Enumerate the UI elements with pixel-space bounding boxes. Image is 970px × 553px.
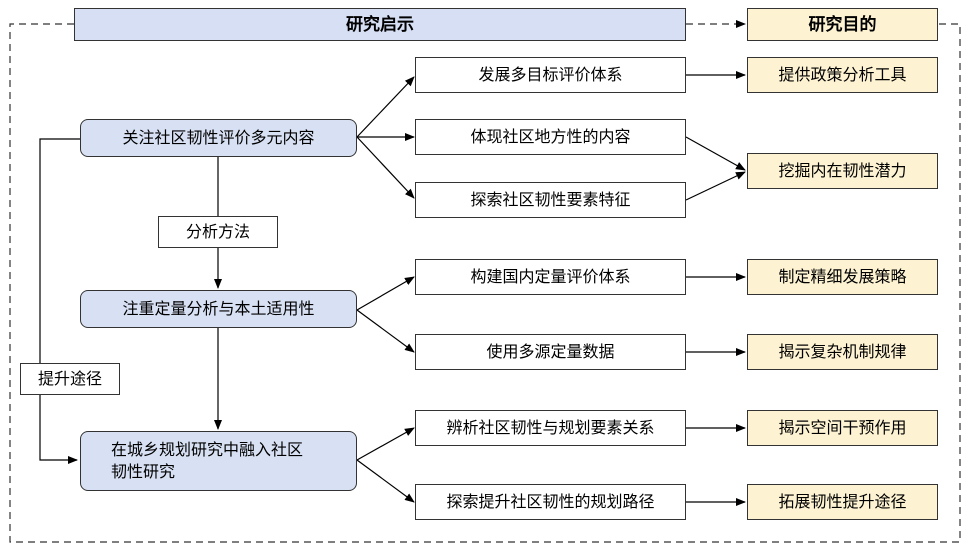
goal-box-6: 拓展韧性提升途径 [747,484,938,520]
mid-box-4: 构建国内定量评价体系 [415,259,686,295]
goal-box-3: 制定精细发展策略 [747,259,938,295]
dashed-frame [9,23,961,543]
mid-box-1: 发展多目标评价体系 [415,57,686,93]
arrow-feedback-loop [39,138,80,464]
arrow-m2-g2 [685,136,746,171]
goal-box-5: 揭示空间干预作用 [747,410,938,446]
left-box-3: 在城乡规划研究中融入社区 韧性研究 [80,431,357,491]
mid-box-2: 体现社区地方性的内容 [415,119,686,155]
mid-box-6: 辨析社区韧性与规划要素关系 [415,410,686,446]
arrow-m3-g2 [685,171,746,201]
goal-box-1: 提供政策分析工具 [747,57,938,93]
header-inspiration: 研究启示 [74,8,686,41]
mid-box-7: 探索提升社区韧性的规划路径 [415,484,686,520]
label-promote: 提升途径 [20,363,120,395]
arrow-l3-m7 [356,459,415,503]
left-box-1: 关注社区韧性评价多元内容 [80,119,357,157]
arrow-l1-m3 [356,136,415,199]
header-goal: 研究目的 [747,8,938,41]
goal-box-2: 挖掘内在韧性潜力 [747,153,938,189]
mid-box-3: 探索社区韧性要素特征 [415,182,686,218]
mid-box-5: 使用多源定量数据 [415,334,686,370]
left-box-2: 注重定量分析与本土适用性 [80,290,357,328]
arrow-l2-m5 [356,309,415,353]
arrow-l2-m4 [356,276,415,311]
arrow-l3-m6 [356,427,415,461]
label-method: 分析方法 [158,216,278,248]
goal-box-4: 揭示复杂机制规律 [747,334,938,370]
arrow-l1-m1 [356,76,415,138]
